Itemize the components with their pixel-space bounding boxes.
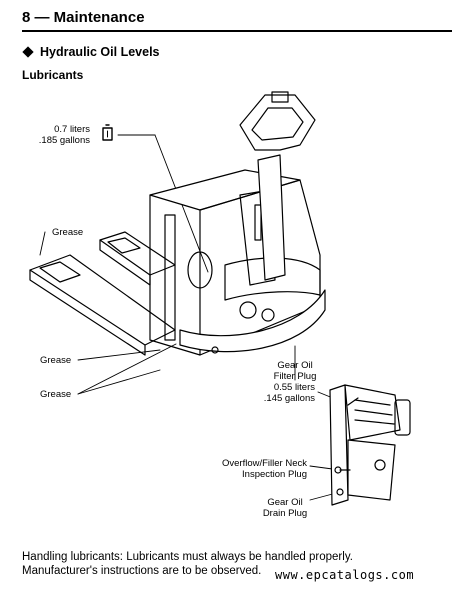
tiller — [239, 91, 316, 281]
drain-line2: Drain Plug — [262, 508, 308, 519]
page-title: 8 — Maintenance — [22, 9, 145, 26]
gear-filter-line2: Filter Plug — [273, 371, 317, 382]
oil-capacity-label: 0.7 liters .185 gallons — [28, 124, 90, 146]
watermark-text: www.epcatalogs.com — [275, 568, 415, 582]
overflow-line1: Overflow/Filler Neck — [222, 458, 307, 469]
footer-note: Handling lubricants: Lubricants must alw… — [22, 550, 353, 578]
grease-label-top: Grease — [52, 227, 84, 238]
grease-label-bottom: Grease — [40, 389, 72, 400]
section-heading: Hydraulic Oil Levels — [22, 45, 160, 59]
footer-line1: Handling lubricants: Lubricants must alw… — [22, 551, 353, 563]
drain-plug-label: Gear Oil Drain Plug — [250, 497, 320, 519]
gear-gallons: .145 gallons — [263, 393, 315, 404]
drain-line1: Gear Oil — [267, 497, 303, 508]
gear-capacity-label: 0.55 liters .145 gallons — [250, 382, 315, 404]
oil-gallons: .185 gallons — [38, 135, 90, 146]
gear-filter-label: Gear Oil Filter Plug — [260, 360, 330, 382]
forks — [29, 231, 176, 356]
grease-label-mid: Grease — [40, 355, 72, 366]
section-title: Hydraulic Oil Levels — [40, 45, 160, 59]
oil-can-icon — [102, 124, 113, 141]
overflow-line2: Inspection Plug — [242, 469, 307, 480]
gear-filter-line1: Gear Oil — [277, 360, 313, 371]
gear-detail — [329, 384, 411, 506]
footer-line2: Manufacturer's instructions are to be ob… — [22, 565, 262, 577]
subsection-title: Lubricants — [22, 68, 84, 82]
oil-liters: 0.7 liters — [54, 124, 90, 135]
gear-liters: 0.55 liters — [273, 382, 315, 393]
chassis — [149, 169, 326, 356]
overflow-plug-label: Overflow/Filler Neck Inspection Plug — [200, 458, 307, 480]
title-rule — [22, 30, 452, 32]
